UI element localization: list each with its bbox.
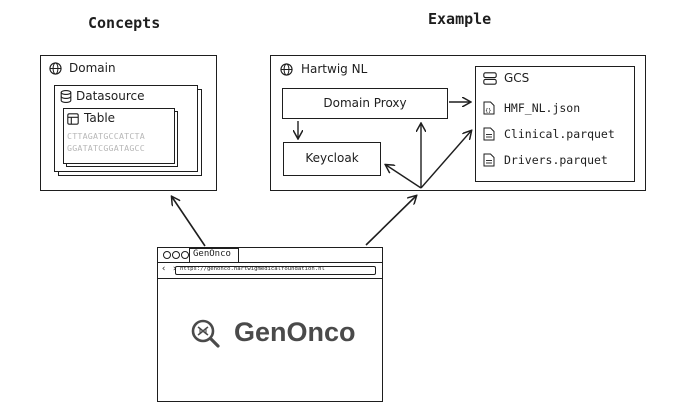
globe-icon xyxy=(49,62,62,75)
example-heading: Example xyxy=(428,10,492,28)
gcs-box: GCS {} HMF_NL.json Clinical.parquet Driv… xyxy=(475,66,635,182)
dna-magnifier-icon xyxy=(191,319,220,348)
browser-tab-strip xyxy=(157,262,383,263)
dna-sequence-line-2: GGATATCGGATAGCC xyxy=(67,143,145,153)
hartwig-nl-label: Hartwig NL xyxy=(301,62,368,76)
url-text: https://genonco.hartwigmedicalfoundation… xyxy=(180,266,325,272)
keycloak-box: Keycloak xyxy=(283,142,381,176)
table-label: Table xyxy=(84,111,116,125)
file-icon xyxy=(483,127,495,141)
globe-icon xyxy=(280,63,293,76)
table-box: Table CTTAGATGCCATCTA GGATATCGGATAGCC xyxy=(63,108,175,164)
browser-tab[interactable]: GenOnco xyxy=(189,248,239,262)
brand-name: GenOnco xyxy=(234,317,356,347)
arrow-browser-to-domain xyxy=(172,197,206,247)
back-forward-icon[interactable]: ‹ › xyxy=(161,264,178,274)
table-icon xyxy=(67,113,79,125)
window-control-close[interactable] xyxy=(163,251,171,259)
concepts-heading: Concepts xyxy=(88,14,161,32)
arrow-browser-to-hartwig xyxy=(365,196,416,246)
keycloak-label: Keycloak xyxy=(305,151,359,165)
url-bar[interactable]: https://genonco.hartwigmedicalfoundation… xyxy=(175,266,376,275)
server-icon xyxy=(483,72,497,85)
svg-text:{}: {} xyxy=(485,108,491,114)
window-control-minimize[interactable] xyxy=(172,251,180,259)
datasource-label: Datasource xyxy=(76,89,145,103)
gcs-file-2: Drivers.parquet xyxy=(504,153,608,167)
gcs-file-0: HMF_NL.json xyxy=(504,101,581,115)
window-control-maximize[interactable] xyxy=(181,251,189,259)
file-icon xyxy=(483,153,495,167)
domain-proxy-label: Domain Proxy xyxy=(323,96,407,110)
gcs-file-1: Clinical.parquet xyxy=(504,127,615,141)
gcs-label: GCS xyxy=(504,71,530,85)
browser-toolbar-divider xyxy=(157,278,383,279)
domain-proxy-box: Domain Proxy xyxy=(282,88,448,119)
browser-tab-label: GenOnco xyxy=(193,249,231,259)
database-icon xyxy=(60,90,72,103)
json-file-icon: {} xyxy=(483,101,495,115)
domain-label: Domain xyxy=(69,61,116,75)
dna-sequence-line-1: CTTAGATGCCATCTA xyxy=(67,131,145,141)
